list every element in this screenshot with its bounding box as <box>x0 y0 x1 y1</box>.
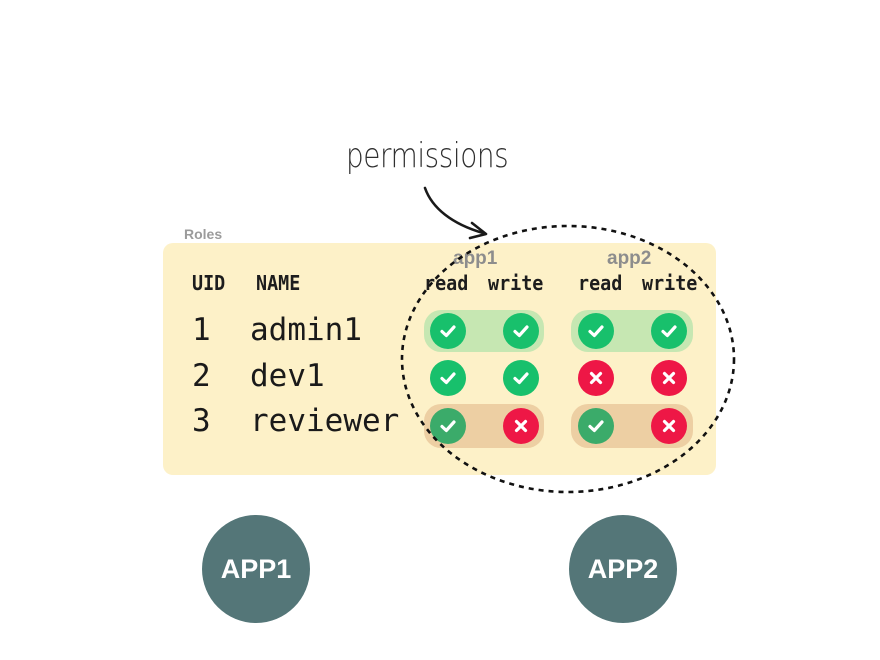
name-column-header: NAME <box>256 271 301 295</box>
app2-node: APP2 <box>569 515 677 623</box>
x-circle-icon <box>578 360 614 396</box>
x-circle-icon <box>651 360 687 396</box>
roles-label: Roles <box>184 226 223 242</box>
app2-read-header: read <box>578 271 623 295</box>
name-cell: reviewer <box>250 403 400 439</box>
check-circle-icon <box>430 408 466 444</box>
uid-cell: 2 <box>192 358 211 394</box>
name-cell: dev1 <box>250 358 325 394</box>
check-circle-icon <box>578 408 614 444</box>
x-circle-icon <box>651 408 687 444</box>
check-circle-icon <box>651 313 687 349</box>
check-circle-icon <box>503 360 539 396</box>
app2-column-group: app2 <box>607 248 652 269</box>
x-circle-icon <box>503 408 539 444</box>
name-cell: admin1 <box>250 312 362 348</box>
uid-cell: 1 <box>192 312 211 348</box>
app1-read-header: read <box>424 271 469 295</box>
check-circle-icon <box>578 313 614 349</box>
check-circle-icon <box>430 360 466 396</box>
app1-node: APP1 <box>202 515 310 623</box>
check-circle-icon <box>503 313 539 349</box>
app1-column-group: app1 <box>453 248 498 269</box>
permissions-annotation: permissions <box>346 136 509 176</box>
app1-write-header: write <box>488 271 544 295</box>
uid-column-header: UID <box>192 271 226 295</box>
uid-cell: 3 <box>192 403 211 439</box>
app2-write-header: write <box>642 271 698 295</box>
check-circle-icon <box>430 313 466 349</box>
